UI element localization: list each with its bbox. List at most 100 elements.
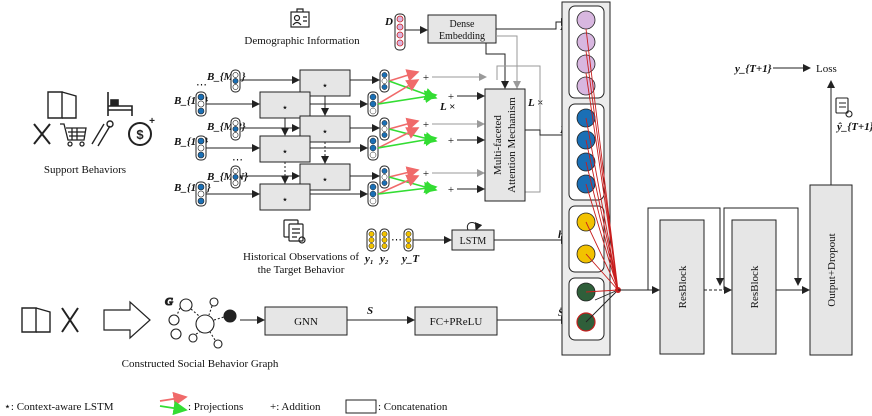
L-times-1: L × xyxy=(439,101,455,113)
social-graph-section: G Constructed Social Behavior Graph GNN … xyxy=(21,295,569,370)
output-dropout-label: Output+Dropout xyxy=(826,233,838,306)
resblock-2-label: ResBlock xyxy=(749,265,761,308)
big-arrow-icon xyxy=(103,300,151,340)
symbol-y-hat: ŷ_{T+1} xyxy=(835,121,872,133)
concat-B-group xyxy=(568,103,605,201)
support-behaviors-label: Support Behaviors xyxy=(44,164,126,176)
star-1N: ⋆ xyxy=(282,194,289,206)
dots-y: ⋯ xyxy=(391,234,402,246)
legend: ⋆: Context-aware LSTM : Projections +: A… xyxy=(4,391,448,416)
book-icon-2 xyxy=(21,307,51,333)
gnn-label: GNN xyxy=(294,316,318,328)
symbol-D: D xyxy=(384,16,393,28)
output-dropout-box xyxy=(809,184,853,356)
legend-addition: +: Addition xyxy=(270,401,321,413)
resblock-1-label: ResBlock xyxy=(677,265,689,308)
star-MN: ⋆ xyxy=(322,174,329,186)
hidden-vector-11 xyxy=(367,91,379,117)
symbol-S-bar: S̄ xyxy=(558,307,564,319)
plus-2b: + xyxy=(448,135,454,147)
lstm-cell-11 xyxy=(259,91,311,119)
hidden-vector-M2 xyxy=(379,117,390,141)
demographic-section: Demographic Information D Dense Embeddin… xyxy=(244,8,569,89)
input-vector-B1N xyxy=(195,181,207,207)
dense-embedding-box xyxy=(427,14,497,44)
shopping-cart-icon xyxy=(60,123,87,147)
target-vector-yT xyxy=(403,228,414,252)
input-vector-B11 xyxy=(195,91,207,117)
input-vector-BM2 xyxy=(230,117,241,141)
dots-2: ⋯ xyxy=(232,154,243,166)
projections: + + + + + + L × L × xyxy=(377,69,543,196)
plus-3a: + xyxy=(423,168,429,180)
output-network: ResBlock ResBlock Output+Dropout ŷ_{T+1}… xyxy=(618,63,872,356)
tools-icon xyxy=(91,120,114,147)
historical-label-2: the Target Behavior xyxy=(258,264,345,276)
dense-label-2: Embedding xyxy=(439,31,485,42)
symbol-BMN: B_{M,N} xyxy=(206,171,248,183)
resblock-1 xyxy=(659,219,705,355)
support-behavior-icons: $ + Support Behaviors xyxy=(33,91,155,176)
symbol-S: S xyxy=(367,305,373,317)
plus-1b: + xyxy=(448,91,454,103)
behavior-inputs: B_{1,1} B_{1,2} B_{1,N} B_{M,1} B_{M,2} … xyxy=(173,69,300,207)
lstm-cell-1N xyxy=(259,183,311,211)
input-vector-BMN xyxy=(230,165,241,189)
star-12: ⋆ xyxy=(282,146,289,158)
historical-label-1: Historical Observations of xyxy=(243,251,359,263)
lstm-cell-12 xyxy=(259,135,311,163)
dense-label-1: Dense xyxy=(450,19,476,30)
historical-section: Historical Observations of the Target Be… xyxy=(243,219,569,276)
symbol-yT: y_T xyxy=(400,253,420,265)
attention-block: Multi-faceted Attention Mechanism B̄ D̄ xyxy=(484,21,568,202)
symbol-G: G xyxy=(165,296,173,308)
cutlery-icon xyxy=(33,123,51,145)
concatenation-column xyxy=(561,1,621,356)
svg-text:$: $ xyxy=(136,127,144,142)
star-M2: ⋆ xyxy=(322,126,329,138)
book-icon xyxy=(47,91,77,119)
graph-icon: G xyxy=(164,295,237,349)
bed-icon xyxy=(107,92,133,116)
dots-1: ⋯ xyxy=(196,79,207,91)
resblock-2 xyxy=(731,219,777,355)
attention-label-1: Multi-faceted xyxy=(492,115,504,175)
loss-label: Loss xyxy=(816,63,837,75)
lstm-label: LSTM xyxy=(460,236,487,247)
attention-label-2: Attention Mechanism xyxy=(506,97,518,193)
L-times-2: L × xyxy=(527,97,543,109)
prediction-icon xyxy=(835,97,853,118)
legend-projections: : Projections xyxy=(188,401,243,413)
cutlery-icon-2 xyxy=(61,307,79,333)
target-vector-y2 xyxy=(379,228,390,252)
target-vector-y1 xyxy=(366,228,377,252)
plus-3b: + xyxy=(448,184,454,196)
symbol-y-next: y_{T+1} xyxy=(733,63,772,75)
symbol-y2: y₂ xyxy=(378,253,389,265)
hidden-vector-1N xyxy=(367,181,379,207)
hidden-vector-M1 xyxy=(379,69,390,93)
context-aware-lstm-cells: ⋆ ⋆ ⋆ ⋆ ⋆ ⋆ xyxy=(259,69,380,211)
demographic-label: Demographic Information xyxy=(244,35,360,47)
legend-concat-box xyxy=(345,399,377,414)
hidden-vector-MN xyxy=(379,165,390,189)
id-card-icon xyxy=(290,8,310,28)
star-11: ⋆ xyxy=(282,102,289,114)
gnn-box xyxy=(264,306,348,336)
plus-1a: + xyxy=(423,72,429,84)
attention-mechanism-box xyxy=(484,88,526,202)
hidden-vector-12 xyxy=(367,135,379,161)
symbol-y1: y₁ xyxy=(363,253,374,265)
svg-text:+: + xyxy=(149,116,155,127)
fc-prelu-label: FC+PReLU xyxy=(430,316,483,328)
document-icon xyxy=(283,219,306,244)
hidden-vectors xyxy=(367,69,390,207)
legend-concatenation: : Concatenation xyxy=(378,401,448,413)
plus-2a: + xyxy=(423,119,429,131)
input-vector-B12 xyxy=(195,135,207,161)
fc-prelu-box xyxy=(414,306,498,336)
money-icon: $ + xyxy=(128,116,155,146)
star-M1: ⋆ xyxy=(322,80,329,92)
social-graph-label: Constructed Social Behavior Graph xyxy=(122,358,279,370)
